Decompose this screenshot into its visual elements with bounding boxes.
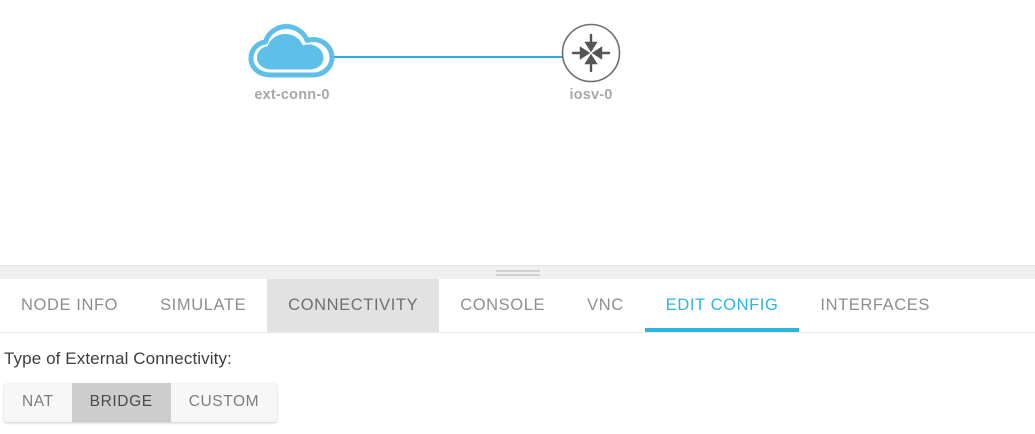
router-icon [511,22,671,84]
topology-canvas[interactable]: ext-conn-0 iosv-0 [0,0,1035,265]
tab-interfaces[interactable]: INTERFACES [799,279,951,332]
node-label-ext-conn-0: ext-conn-0 [254,87,330,103]
tab-label: VNC [587,296,624,314]
tab-console[interactable]: CONSOLE [439,279,566,332]
tab-label: INTERFACES [820,296,930,314]
panel-tab-bar: NODE INFO SIMULATE CONNECTIVITY CONSOLE … [0,279,1035,333]
topology-node-ext-conn-0[interactable]: ext-conn-0 [212,22,372,103]
tab-label: CONNECTIVITY [288,296,419,314]
tab-label: EDIT CONFIG [665,296,779,314]
details-panel: NODE INFO SIMULATE CONNECTIVITY CONSOLE … [0,265,1035,434]
topology-link[interactable] [333,56,565,58]
tab-label: SIMULATE [160,296,247,314]
connectivity-option-bridge[interactable]: BRIDGE [71,383,171,422]
connectivity-type-button-group: NAT BRIDGE CUSTOM [4,383,278,422]
panel-content: Type of External Connectivity: NAT BRIDG… [0,333,1035,422]
cloud-icon [212,22,372,84]
tab-connectivity[interactable]: CONNECTIVITY [267,279,440,332]
node-label-iosv-0: iosv-0 [569,87,613,103]
connectivity-option-custom[interactable]: CUSTOM [170,383,278,422]
connectivity-option-nat[interactable]: NAT [4,383,72,422]
grip-dots-icon [495,270,540,276]
external-connectivity-label: Type of External Connectivity: [4,349,232,368]
tab-node-info[interactable]: NODE INFO [0,279,139,332]
tab-simulate[interactable]: SIMULATE [139,279,267,332]
tab-edit-config[interactable]: EDIT CONFIG [644,279,800,332]
tab-label: CONSOLE [460,296,546,314]
tab-label: NODE INFO [21,296,119,314]
tab-vnc[interactable]: VNC [566,279,645,332]
panel-resize-handle[interactable] [0,265,1035,279]
topology-node-iosv-0[interactable]: iosv-0 [511,22,671,103]
